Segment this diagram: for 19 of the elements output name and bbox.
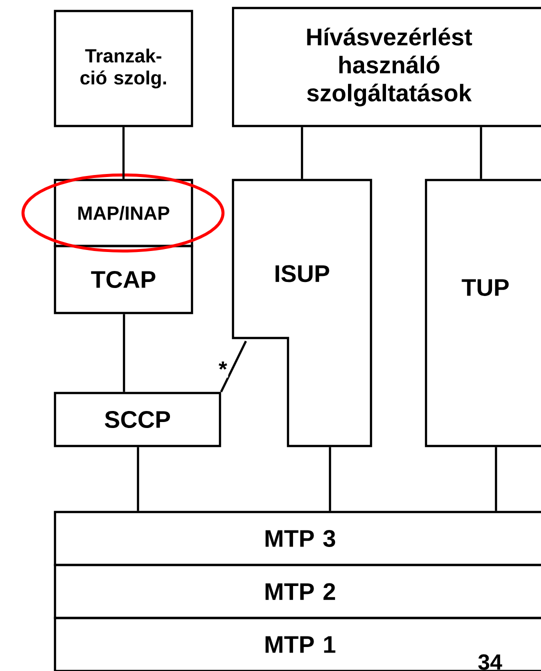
- layer-box: ISUP: [232, 178, 372, 448]
- connector-line: [300, 127, 304, 179]
- connector-line: [494, 447, 498, 511]
- layer-box: Hívásvezérlést használó szolgáltatások: [232, 6, 541, 128]
- edge-label: *: [218, 360, 228, 378]
- connector-line: [328, 447, 332, 511]
- layer-box: Tranzak- ció szolg.: [54, 10, 194, 128]
- layer-box: TUP: [424, 178, 541, 448]
- layer-box: TCAP: [54, 244, 194, 314]
- layer-band: MTP 3: [54, 510, 541, 566]
- page-number: 34: [478, 654, 502, 670]
- layer-box: SCCP: [54, 392, 222, 448]
- connector-line: [122, 127, 125, 179]
- connector-line: [122, 314, 126, 392]
- connector-line: [220, 340, 247, 392]
- layer-band: MTP 2: [54, 564, 541, 620]
- connector-line: [136, 447, 140, 511]
- layer-box: MAP/INAP: [54, 178, 194, 248]
- connector-line: [480, 127, 482, 179]
